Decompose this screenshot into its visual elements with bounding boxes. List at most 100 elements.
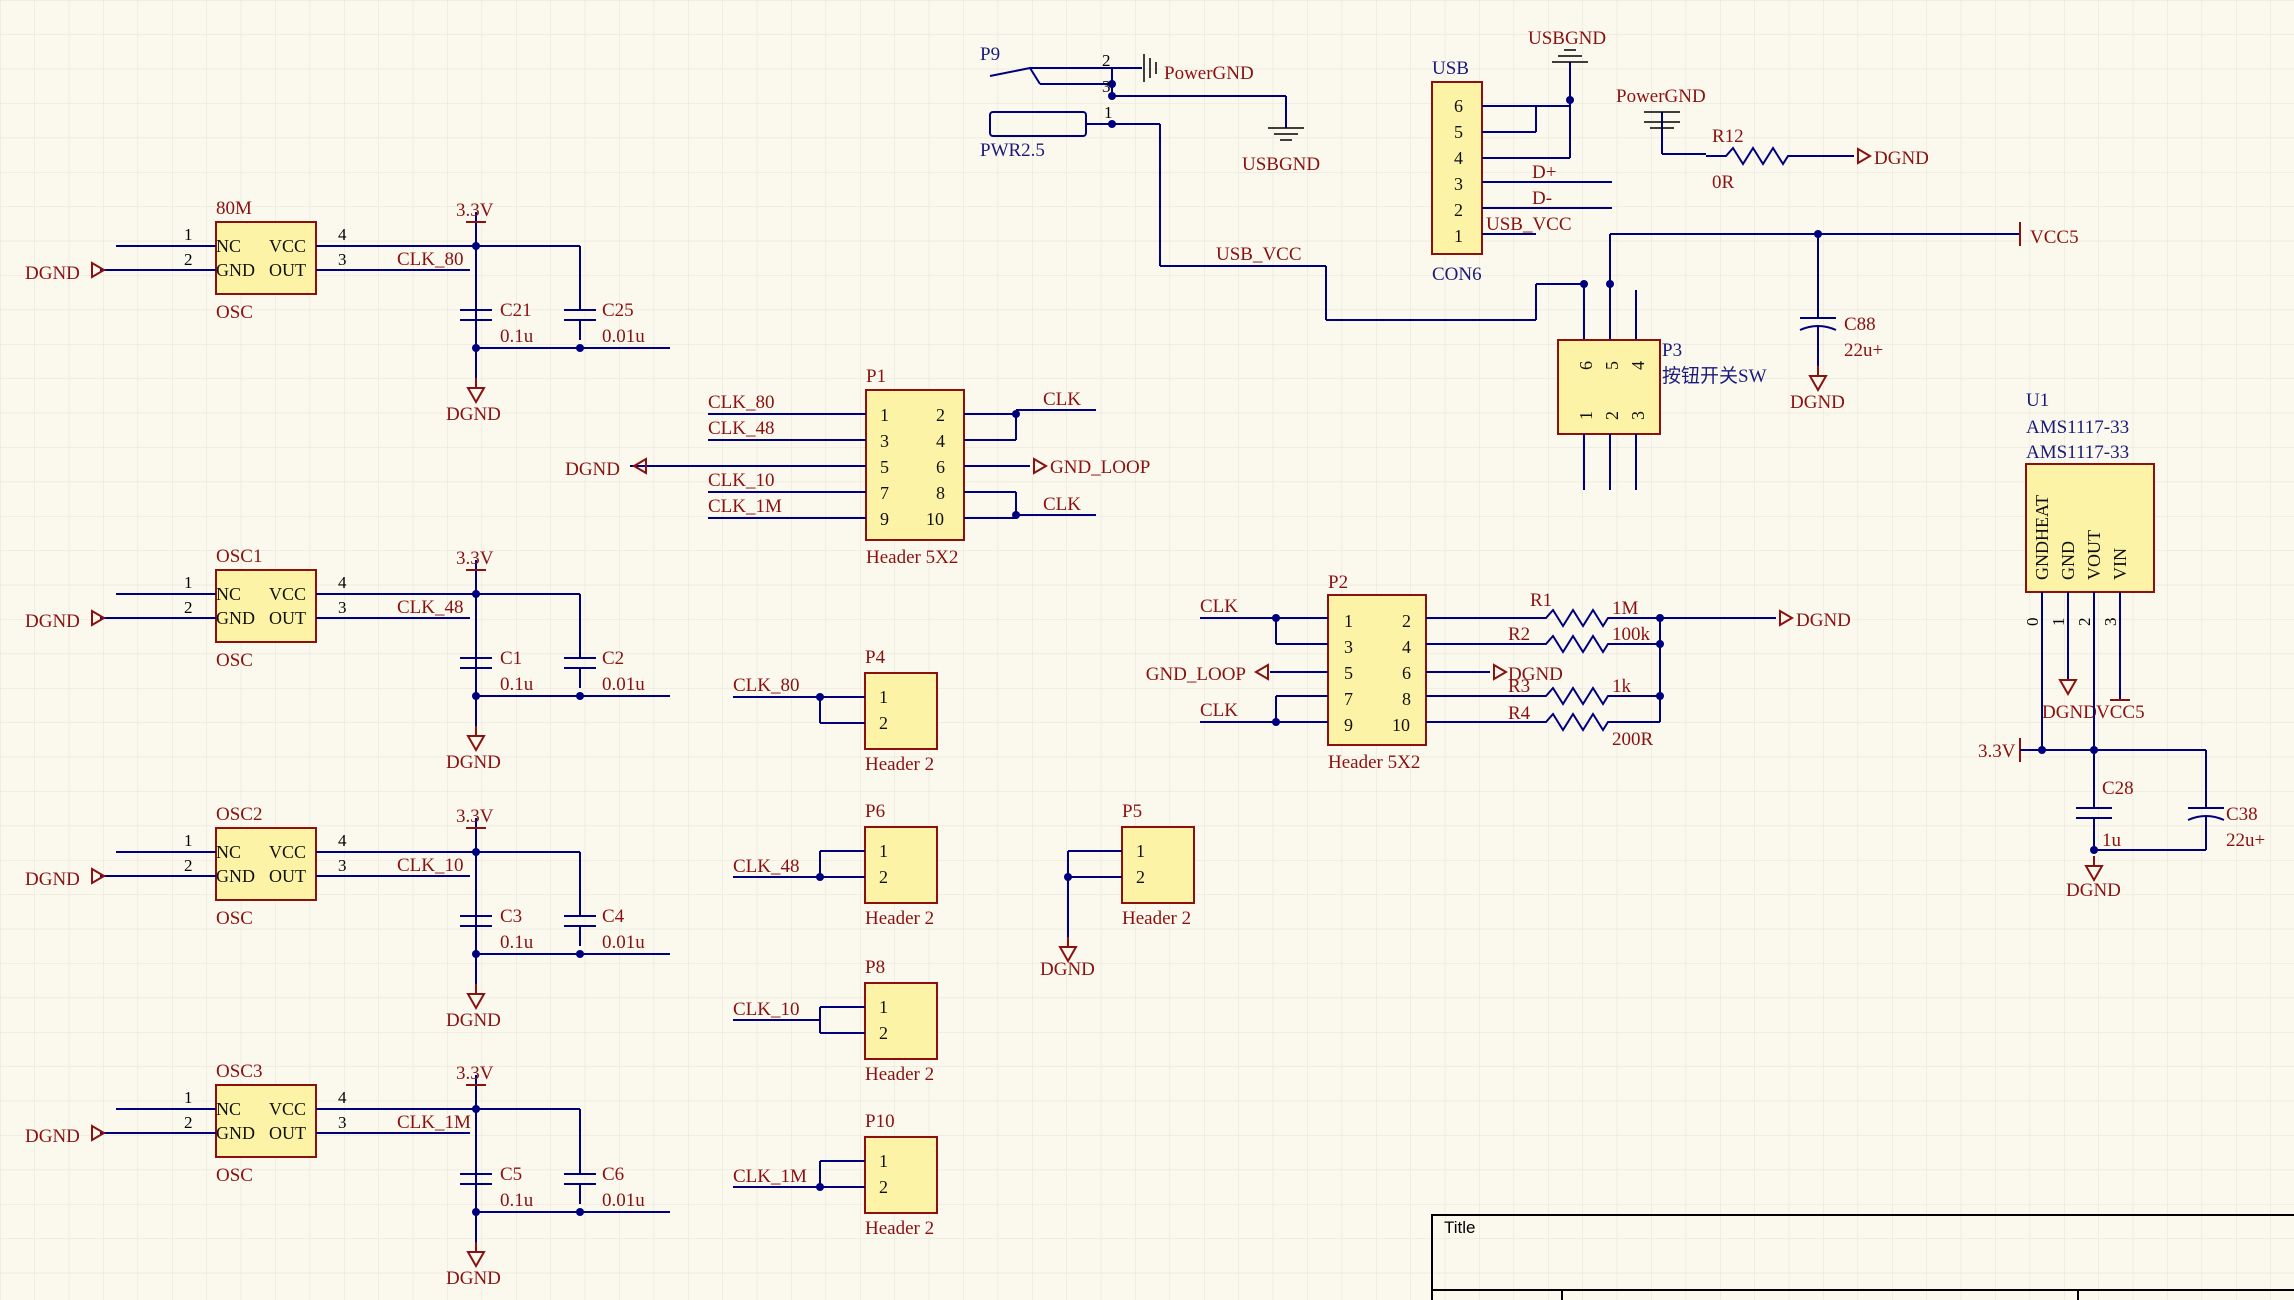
dgnd-label: DGND <box>1796 610 1851 631</box>
net-label: CLK_10 <box>708 470 775 491</box>
pin-num-4: 4 <box>338 225 347 244</box>
oscillator-osc1[interactable]: OSC1 OSC NC GND VCC OUT 1 2 4 3 <box>115 546 362 671</box>
pin-num: 4 <box>1628 361 1648 370</box>
dgnd-label: DGND <box>1790 392 1845 413</box>
u1-designator: U1 <box>2026 390 2049 411</box>
resistor-value: 1k <box>1612 676 1632 697</box>
net-label-clk: CLK <box>1043 389 1081 410</box>
regulator-u1[interactable]: U1 AMS1117-33 AMS1117-33 GNDHEAT GND VOU… <box>1978 390 2265 901</box>
cap-designator: C2 <box>602 648 624 669</box>
net-label: CLK_1M <box>733 1166 807 1187</box>
pin-nc: NC <box>216 584 241 604</box>
pin-num: 6 <box>1454 96 1463 116</box>
net-label-clk48: CLK_48 <box>397 597 464 618</box>
header2-p8[interactable]: P8 Header 2 1 2 CLK_10 <box>733 957 938 1085</box>
pin-num: 2 <box>879 1023 888 1043</box>
pin-num: 1 <box>880 405 889 425</box>
pin-num: 1 <box>1344 611 1353 631</box>
capacitor-c88[interactable]: VCC5 DGND C88 22u+ <box>1790 222 2079 413</box>
switch-p3[interactable]: P3 按钮开关SW 6 5 4 1 2 3 <box>1557 230 2020 490</box>
header2-p5[interactable]: P5 Header 2 1 2 DGND <box>1040 801 1195 980</box>
pin-num-3: 3 <box>338 1113 347 1132</box>
oscillator-osc3[interactable]: OSC3 OSC NC GND VCC OUT 1 2 4 3 <box>115 1061 362 1186</box>
pin-num: 1 <box>1104 103 1113 122</box>
pin-num: 2 <box>936 405 945 425</box>
cap-value: 0.01u <box>602 1190 645 1211</box>
c28-value: 1u <box>2102 830 2122 851</box>
pin-name: VOUT <box>2084 530 2104 580</box>
vcc-3v3-label: 3.3V <box>456 200 494 221</box>
cap-value: 0.01u <box>602 674 645 695</box>
pin-name: GND <box>2058 541 2078 580</box>
cap-value: 0.1u <box>500 932 534 953</box>
pin-num: 6 <box>1402 663 1411 683</box>
title-block: Title <box>1431 1214 2294 1300</box>
cap-value: 0.1u <box>500 326 534 347</box>
cap-designator: C1 <box>500 648 522 669</box>
dgnd-label: DGND <box>446 1268 501 1289</box>
cap-designator: C21 <box>500 300 532 321</box>
net-label-usb-vcc: USB_VCC <box>1216 244 1302 265</box>
vcc5-label: VCC5 <box>2030 227 2079 248</box>
net-label: CLK_80 <box>733 675 800 696</box>
osc4-nets: DGND CLK_1M 3.3V DGND C5 0.1u C6 0.01u <box>25 1063 670 1289</box>
usb-comment: CON6 <box>1432 264 1482 285</box>
cap-value: 0.1u <box>500 674 534 695</box>
osc-type: OSC <box>216 1165 253 1186</box>
resistor-designator: R3 <box>1508 676 1530 697</box>
u1-part: AMS1117-33 <box>2026 417 2129 438</box>
pin-num: 3 <box>1628 411 1648 420</box>
hdr-designator: P5 <box>1122 801 1142 822</box>
pin-num: 1 <box>1136 841 1145 861</box>
oscillator-80m[interactable]: 80M OSC NC GND VCC OUT 1 2 4 3 <box>115 198 362 323</box>
c88-designator: C88 <box>1844 314 1876 335</box>
resistor-r12[interactable]: PowerGND DGND R12 0R <box>1616 86 1929 193</box>
header2-p10[interactable]: P10 Header 2 1 2 CLK_1M <box>733 1111 938 1239</box>
dgnd-label: DGND <box>446 404 501 425</box>
pin-num-4: 4 <box>338 831 347 850</box>
header-p1[interactable]: P1 Header 5X2 1 3 5 7 9 2 4 6 8 10 DGND … <box>565 366 1150 568</box>
pin-num: 3 <box>1102 77 1111 96</box>
powergnd-label: PowerGND <box>1616 86 1706 107</box>
pin-num: 2 <box>1602 411 1622 420</box>
pin-num: 2 <box>1454 200 1463 220</box>
pin-num: 2 <box>1402 611 1411 631</box>
powergnd-label: PowerGND <box>1164 63 1254 84</box>
usb-connector-con6[interactable]: USB CON6 6 5 4 3 2 1 USBGND D+ D- USB_VC… <box>1431 28 1612 285</box>
c28-designator: C28 <box>2102 778 2134 799</box>
usbgnd-label: USBGND <box>1242 154 1320 175</box>
net-label-clk: CLK <box>1200 700 1238 721</box>
pin-num: 4 <box>1402 637 1411 657</box>
pin-num: 10 <box>1392 715 1410 735</box>
header2-p4[interactable]: P4 Header 2 1 2 CLK_80 <box>733 647 938 775</box>
oscillator-osc2[interactable]: OSC2 OSC NC GND VCC OUT 1 2 4 3 <box>115 804 362 929</box>
resistor-value: 100k <box>1612 624 1651 645</box>
c38-designator: C38 <box>2226 804 2258 825</box>
power-jack-p9[interactable]: P9 PWR2.5 2 3 1 PowerGND USBGND USB_V <box>980 44 1584 321</box>
pin-out: OUT <box>269 866 306 886</box>
cap-designator: C6 <box>602 1164 624 1185</box>
pin-num: 5 <box>1344 663 1353 683</box>
pin-num-2: 2 <box>184 856 193 875</box>
pin-num: 0 <box>2023 618 2042 627</box>
pin-num: 4 <box>1454 148 1463 168</box>
pin-num: 5 <box>880 457 889 477</box>
pin-num: 8 <box>1402 689 1411 709</box>
dgnd-label: DGND <box>25 1126 80 1147</box>
pin-num: 6 <box>936 457 945 477</box>
header2-p6[interactable]: P6 Header 2 1 2 CLK_48 <box>733 801 938 929</box>
hdr-comment: Header 2 <box>1122 908 1191 929</box>
pin-nc: NC <box>216 1099 241 1119</box>
cap-designator: C25 <box>602 300 634 321</box>
pin-num-3: 3 <box>338 856 347 875</box>
cap-designator: C5 <box>500 1164 522 1185</box>
pin-num-3: 3 <box>338 250 347 269</box>
header-p2[interactable]: P2 Header 5X2 1 3 5 7 9 2 4 6 8 10 CLK G… <box>1146 572 1851 773</box>
pin-num: 3 <box>1344 637 1353 657</box>
net-label-gnd-loop: GND_LOOP <box>1050 457 1150 478</box>
pin-num: 4 <box>936 431 945 451</box>
pin-num-3: 3 <box>338 598 347 617</box>
pin-num: 3 <box>880 431 889 451</box>
pin-out: OUT <box>269 260 306 280</box>
